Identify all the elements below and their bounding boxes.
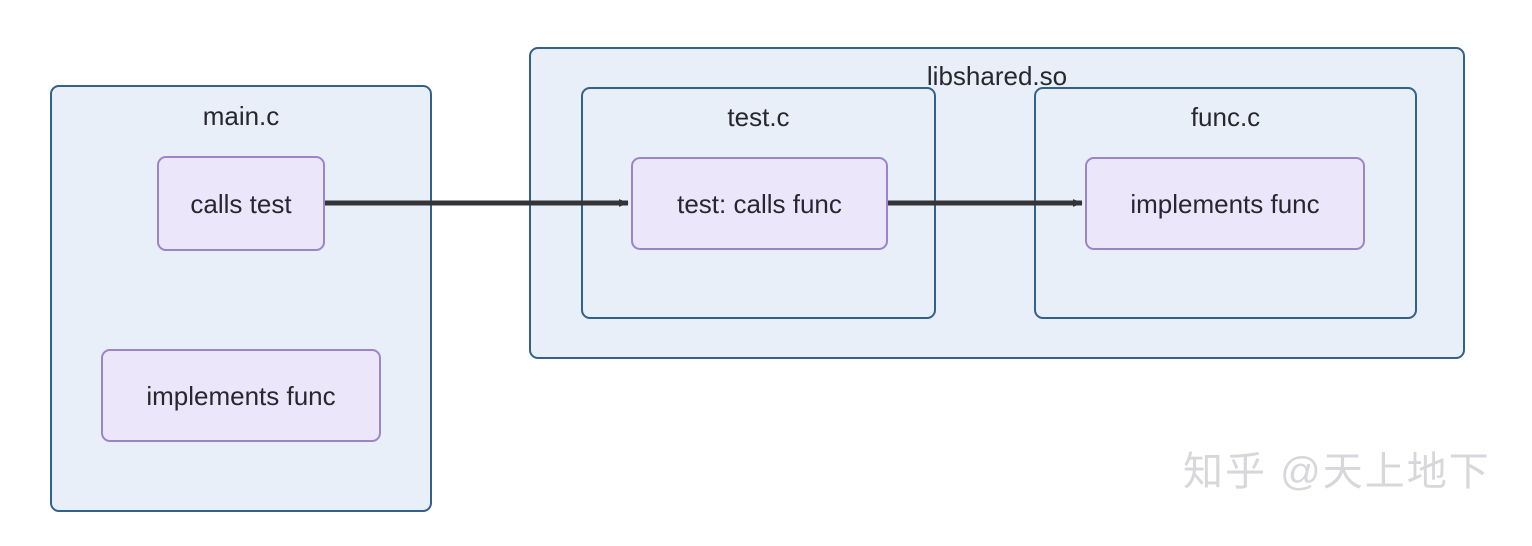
- node-label-func-implements-func: implements func: [1130, 188, 1320, 219]
- cluster-label-test-c: test.c: [727, 102, 790, 132]
- cluster-label-libshared-so: libshared.so: [926, 61, 1068, 91]
- node-label-calls-test: calls test: [190, 188, 292, 219]
- node-label-test-calls-func: test: calls func: [677, 188, 842, 219]
- node-test-calls-func[interactable]: test: calls func: [631, 157, 888, 250]
- node-main-implements-func[interactable]: implements func: [101, 349, 381, 442]
- node-calls-test[interactable]: calls test: [157, 156, 325, 251]
- cluster-label-func-c: func.c: [1190, 102, 1261, 132]
- cluster-main-c: [50, 85, 432, 512]
- watermark: 知乎 @天上地下: [1183, 450, 1491, 494]
- cluster-label-main-c: main.c: [202, 101, 280, 131]
- node-func-implements-func[interactable]: implements func: [1085, 157, 1365, 250]
- node-label-main-implements-func: implements func: [146, 380, 336, 411]
